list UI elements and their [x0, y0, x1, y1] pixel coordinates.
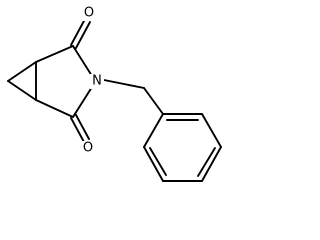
double-bond-top-line-2 [75, 21, 91, 49]
carbonyl-top [70, 18, 91, 49]
atom-label-oxygen-top: O [82, 6, 95, 21]
bond-ch2-to-ring [143, 87, 164, 115]
bond-cp-left-bottom [7, 80, 37, 101]
atom-label-oxygen-bottom: O [81, 141, 94, 156]
bond-ch-top-to-carbonyl [35, 45, 74, 63]
benzene-inner-bond-3 [149, 147, 167, 176]
bond-ch-bottom-to-carbonyl [35, 99, 74, 118]
double-bond-bottom-line-1 [70, 117, 85, 143]
oxygen-bottom-label: O [83, 141, 93, 156]
cyclopropane-ring [7, 61, 37, 101]
bond-carbonyl-bottom-to-n [72, 86, 93, 118]
bond-carbonyl-top-to-n [72, 45, 93, 77]
benzene-bond-2 [201, 113, 222, 148]
benzene-bond-3 [201, 146, 222, 182]
atom-label-nitrogen: N [90, 74, 104, 89]
benzene-ring [143, 113, 222, 182]
carbonyl-bottom [70, 114, 90, 143]
nitrogen-label: N [92, 74, 102, 89]
bond-cp-left-top [7, 61, 37, 82]
imide-ring [35, 45, 93, 118]
molecule-structure: O N O [7, 6, 222, 182]
double-bond-bottom-line-2 [75, 114, 90, 140]
benzene-bond-6 [143, 113, 164, 148]
benzene-inner-bond-2 [197, 147, 216, 177]
benzyl-linker [103, 79, 164, 115]
oxygen-top-label: O [84, 6, 94, 21]
bond-n-to-ch2 [103, 79, 145, 89]
double-bond-top-line-1 [70, 18, 86, 46]
benzene-bond-5 [143, 146, 164, 182]
